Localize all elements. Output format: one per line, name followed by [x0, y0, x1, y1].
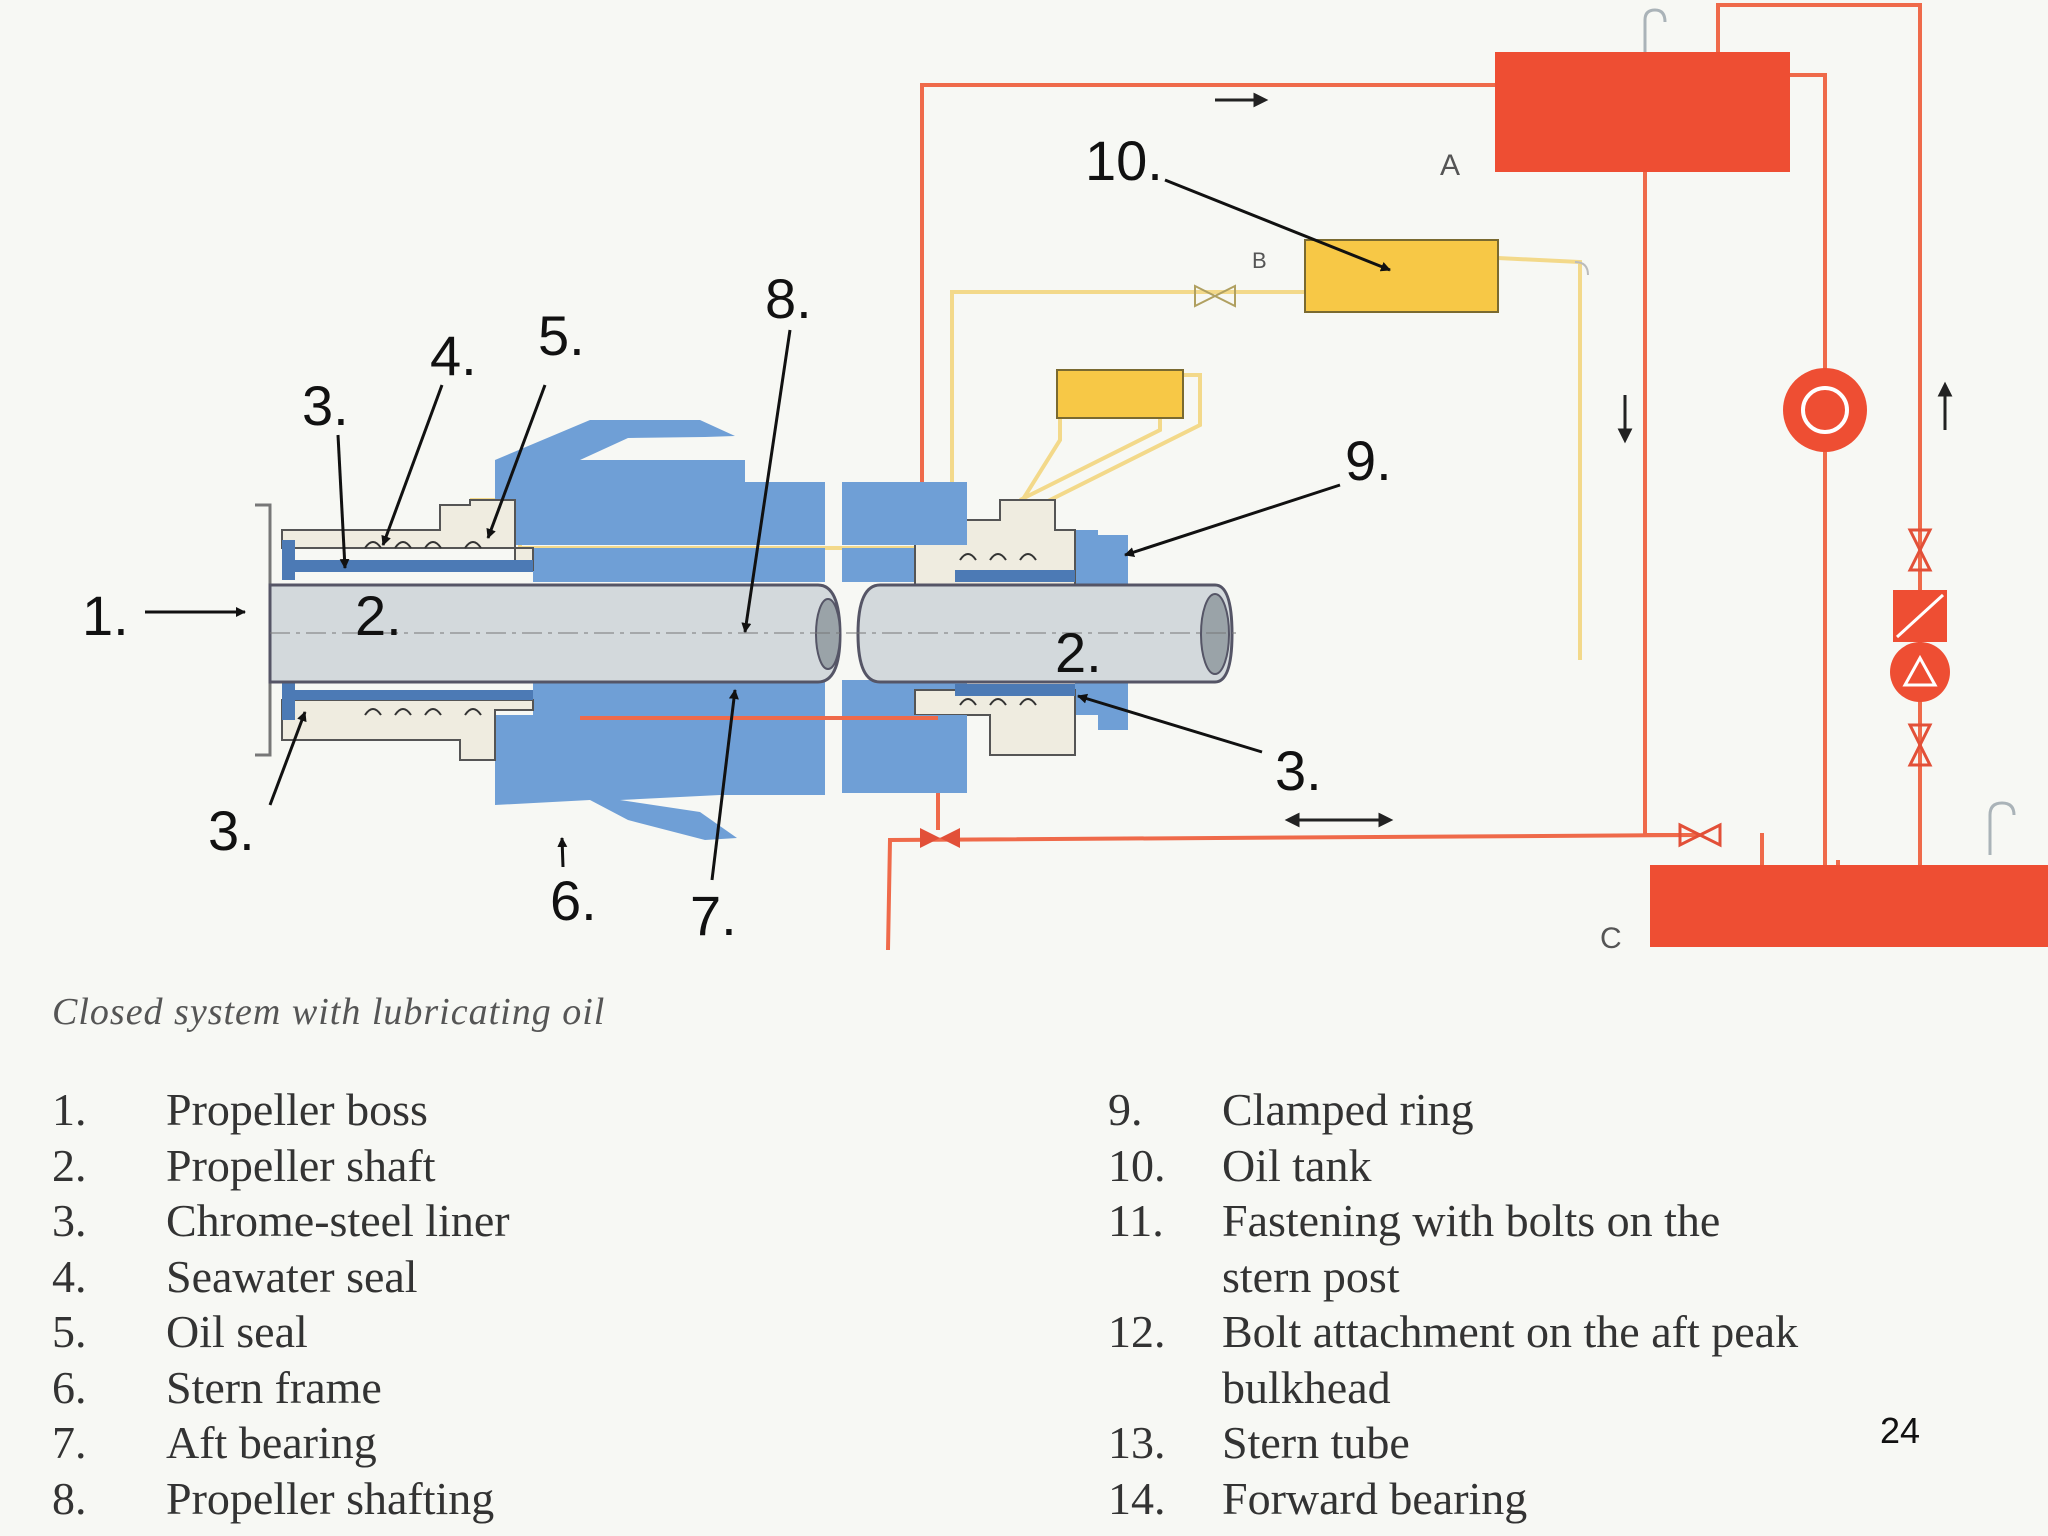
page-number: 24 [1880, 1410, 1921, 1451]
valve-icons [920, 284, 1933, 848]
pump-icons [1783, 368, 1950, 702]
legend-text: bulkhead [1222, 1361, 1391, 1413]
legend-item: stern post [1108, 1249, 2048, 1305]
callout-2-forward: 2. [1055, 621, 1102, 684]
callout-labels: 1. 2. 2. 3. 3. 3. 4. 5. 6. 7. 8. 9. 10. … [82, 129, 1622, 955]
forward-sterntube-blocks [842, 483, 967, 792]
callout-1: 1. [82, 584, 129, 647]
legend-text: Fastening with bolts on the [1222, 1195, 1721, 1246]
legend-item: 1. Propeller boss [52, 1082, 1012, 1138]
legend-text: Chrome-steel liner [166, 1195, 510, 1246]
legend-item: 3. Chrome-steel liner [52, 1193, 1012, 1249]
oil-pump-icon [1890, 642, 1950, 702]
callout-3-forward: 3. [1275, 739, 1322, 802]
tank-b-label: B [1252, 248, 1267, 273]
legend-text: Propeller shafting [166, 1472, 495, 1524]
legend-text: Aft bearing [166, 1417, 377, 1468]
legend-number [1108, 1360, 1222, 1416]
legend-text: Stern frame [166, 1361, 382, 1413]
legend-item: 14. Forward bearing [1108, 1471, 2048, 1527]
flow-arrows [1215, 92, 1953, 828]
legend-number: 5. [52, 1306, 87, 1357]
callout-6: 6. [550, 869, 597, 932]
legend-number: 10. [1108, 1139, 1166, 1191]
legend-text: stern post [1222, 1250, 1400, 1302]
legend-text: Bolt attachment on the aft peak [1222, 1306, 1799, 1357]
oil-tank-b [1304, 239, 1499, 313]
header-tank-small [1056, 369, 1184, 419]
legend-number: 3. [52, 1195, 87, 1246]
callout-9: 9. [1345, 429, 1392, 492]
legend-text: Oil tank [1222, 1139, 1372, 1191]
figure-caption: Closed system with lubricating oil [52, 991, 606, 1033]
legend-item: 13. Stern tube [1108, 1415, 2048, 1471]
callout-5: 5. [538, 304, 585, 367]
legend-text: Clamped ring [1222, 1084, 1474, 1135]
legend-item: 10. Oil tank [1108, 1138, 2048, 1194]
legend-number: 13. [1108, 1417, 1166, 1468]
legend-text: Seawater seal [166, 1250, 418, 1302]
callout-8: 8. [765, 267, 812, 330]
vent-pipes [1643, 8, 2016, 855]
legend-text: Propeller boss [166, 1084, 428, 1135]
legend-item: 5. Oil seal [52, 1304, 1012, 1360]
legend-left: 1. Propeller boss 2. Propeller shaft 3. Chr… [52, 1082, 1012, 1526]
stern-tube-lubrication-diagram: 1. 2. 2. 3. 3. 3. 4. 5. 6. 7. 8. 9. 10. … [82, 3, 2048, 955]
legend-number: 8. [52, 1472, 87, 1524]
chrome-steel-liners [282, 540, 1075, 720]
legend-text: Propeller shaft [166, 1139, 436, 1191]
callout-7: 7. [690, 884, 737, 947]
legend-item: 11. Fastening with bolts on the [1108, 1193, 2048, 1249]
circulation-pump-icon [1783, 368, 1867, 452]
legend-number: 9. [1108, 1084, 1143, 1135]
legend-item: 9. Clamped ring [1108, 1082, 2048, 1138]
legend-item: 2. Propeller shaft [52, 1138, 1012, 1194]
propeller-boss [255, 503, 272, 757]
callout-4: 4. [430, 324, 477, 387]
valve-icon [1907, 528, 1933, 572]
tank-c-label: C [1600, 922, 1622, 955]
callout-2-aft: 2. [355, 584, 402, 647]
valve-icon [1678, 822, 1722, 848]
legend-item: 6. Stern frame [52, 1360, 1012, 1416]
valve-icon [1194, 284, 1236, 308]
valve-icon [920, 828, 960, 848]
stern-tube-bearings [533, 548, 967, 716]
legend-item: 12. Bolt attachment on the aft peak [1108, 1304, 2048, 1360]
legend-number: 6. [52, 1361, 87, 1413]
drain-tank-c [1650, 865, 2048, 947]
callout-10: 10. [1085, 129, 1163, 192]
legend-item: 8. Propeller shafting [52, 1471, 1012, 1527]
legend-text: Stern tube [1222, 1417, 1410, 1468]
leader-arrows [145, 178, 1391, 881]
callout-3-top: 3. [302, 374, 349, 437]
legend-number: 7. [52, 1417, 87, 1468]
legend-number: 2. [52, 1139, 87, 1191]
legend-text: Forward bearing [1222, 1472, 1528, 1524]
oil-tank-a [1495, 52, 1790, 172]
tank-a-label: A [1440, 149, 1460, 182]
propeller-shaft [268, 583, 1242, 684]
legend-number: 12. [1108, 1306, 1166, 1357]
legend-item: 4. Seawater seal [52, 1249, 1012, 1305]
legend-number: 14. [1108, 1472, 1166, 1524]
seal-lips [364, 541, 1037, 716]
legend-number: 1. [52, 1084, 87, 1135]
legend-number: 11. [1108, 1195, 1164, 1246]
legend-number [1108, 1249, 1222, 1305]
vent-pipe-b [1574, 261, 1589, 276]
legend-right: 9. Clamped ring 10. Oil tank 11. Fastening … [1108, 1082, 2048, 1526]
legend-item: bulkhead [1108, 1360, 2048, 1416]
callout-3-bottom: 3. [208, 799, 255, 862]
legend-number: 4. [52, 1250, 87, 1302]
valve-icon [1907, 723, 1933, 767]
legend-item: 7. Aft bearing [52, 1415, 1012, 1471]
legend-text: Oil seal [166, 1306, 308, 1357]
